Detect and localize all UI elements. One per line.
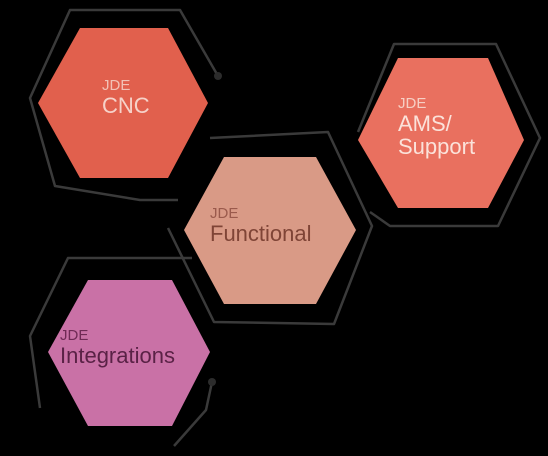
cnc-label-small: JDE: [102, 77, 131, 94]
hexagon-ams: [358, 58, 524, 208]
cnc-label-large: CNC: [102, 92, 150, 118]
cnc-outline-frame: [28, 8, 220, 202]
ams-outline-frame: [356, 42, 542, 228]
hexagon-integrations: [48, 280, 210, 426]
integrations-lower-frame: [173, 381, 214, 447]
hexagon-integrations-label: JDE Integrations: [60, 328, 175, 367]
functional-label-small: JDE: [210, 205, 239, 222]
hexagon-functional-label: JDE Functional: [210, 206, 312, 245]
integrations-label-small: JDE: [60, 327, 89, 344]
functional-label-large: Functional: [210, 220, 312, 246]
hexagon-cnc-label: JDE CNC: [102, 78, 150, 117]
ams-label-large-line2: Support: [398, 133, 476, 159]
hexagon-cnc: [38, 28, 208, 178]
connector-dot: [208, 378, 216, 386]
integrations-outline-frame: [28, 256, 192, 409]
functional-outline-frame: [166, 130, 374, 326]
integrations-label-large: Integrations: [60, 342, 175, 368]
ams-label-small: JDE: [398, 95, 427, 112]
hexagon-functional: [184, 157, 356, 304]
hexagon-ams-label: JDE AMS/ Support: [398, 96, 475, 158]
connector-dot: [214, 72, 222, 80]
ams-label-large-line1: AMS/: [398, 110, 452, 136]
